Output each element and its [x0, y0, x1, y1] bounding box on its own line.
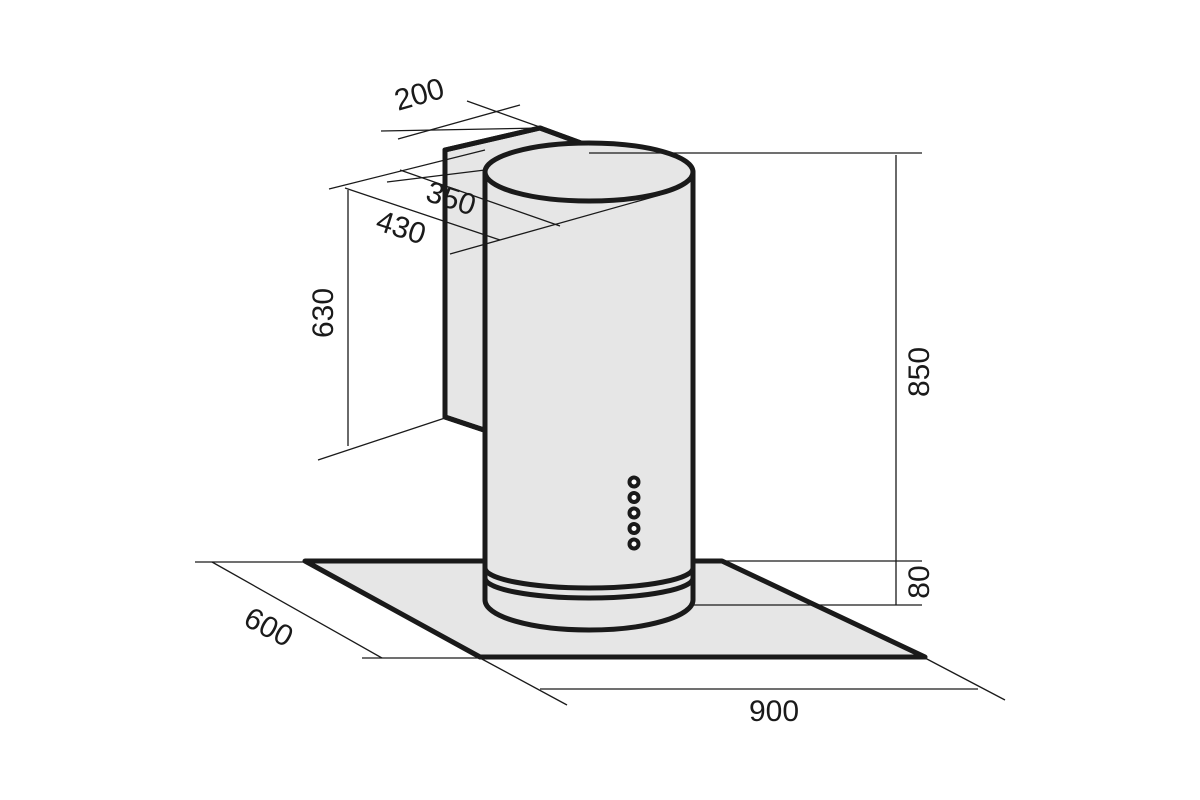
control-button [627, 537, 641, 551]
cylinder-collar-upper [482, 565, 696, 591]
label-900: 900 [749, 695, 799, 728]
dim-200-extension-a [380, 127, 542, 132]
label-80: 80 [903, 565, 936, 598]
label-600: 600 [239, 601, 299, 654]
dim-350-line [399, 169, 561, 227]
control-button [627, 475, 641, 489]
dim-350-extension-top [386, 169, 486, 183]
label-430: 430 [372, 205, 430, 252]
control-panel [627, 475, 641, 551]
dimension-labels: 200 350 430 630 850 80 600 900 [239, 72, 936, 728]
dim-350-extension-bottom [449, 194, 661, 255]
dim-600-line [211, 561, 383, 659]
duct-top-edge [442, 125, 543, 153]
label-200: 200 [391, 72, 448, 118]
dim-430-line [344, 187, 501, 241]
control-button [627, 491, 641, 504]
dim-430-extension-top [328, 149, 486, 190]
cylinder-top [482, 140, 696, 204]
dim-200-extension-b [466, 100, 591, 146]
dim-900-extension-left [479, 657, 568, 706]
dim-630-extension [317, 417, 446, 461]
control-button [627, 522, 641, 535]
cylinder-collar-lower [482, 575, 696, 601]
dimension-lines [195, 100, 1006, 706]
label-630: 630 [307, 288, 340, 338]
dim-200-line [397, 104, 521, 140]
control-button [627, 506, 641, 520]
chimney-cylinder [482, 140, 696, 633]
dim-900-extension-right [924, 657, 1006, 701]
label-850: 850 [903, 347, 936, 397]
cylinder-body [482, 169, 696, 633]
